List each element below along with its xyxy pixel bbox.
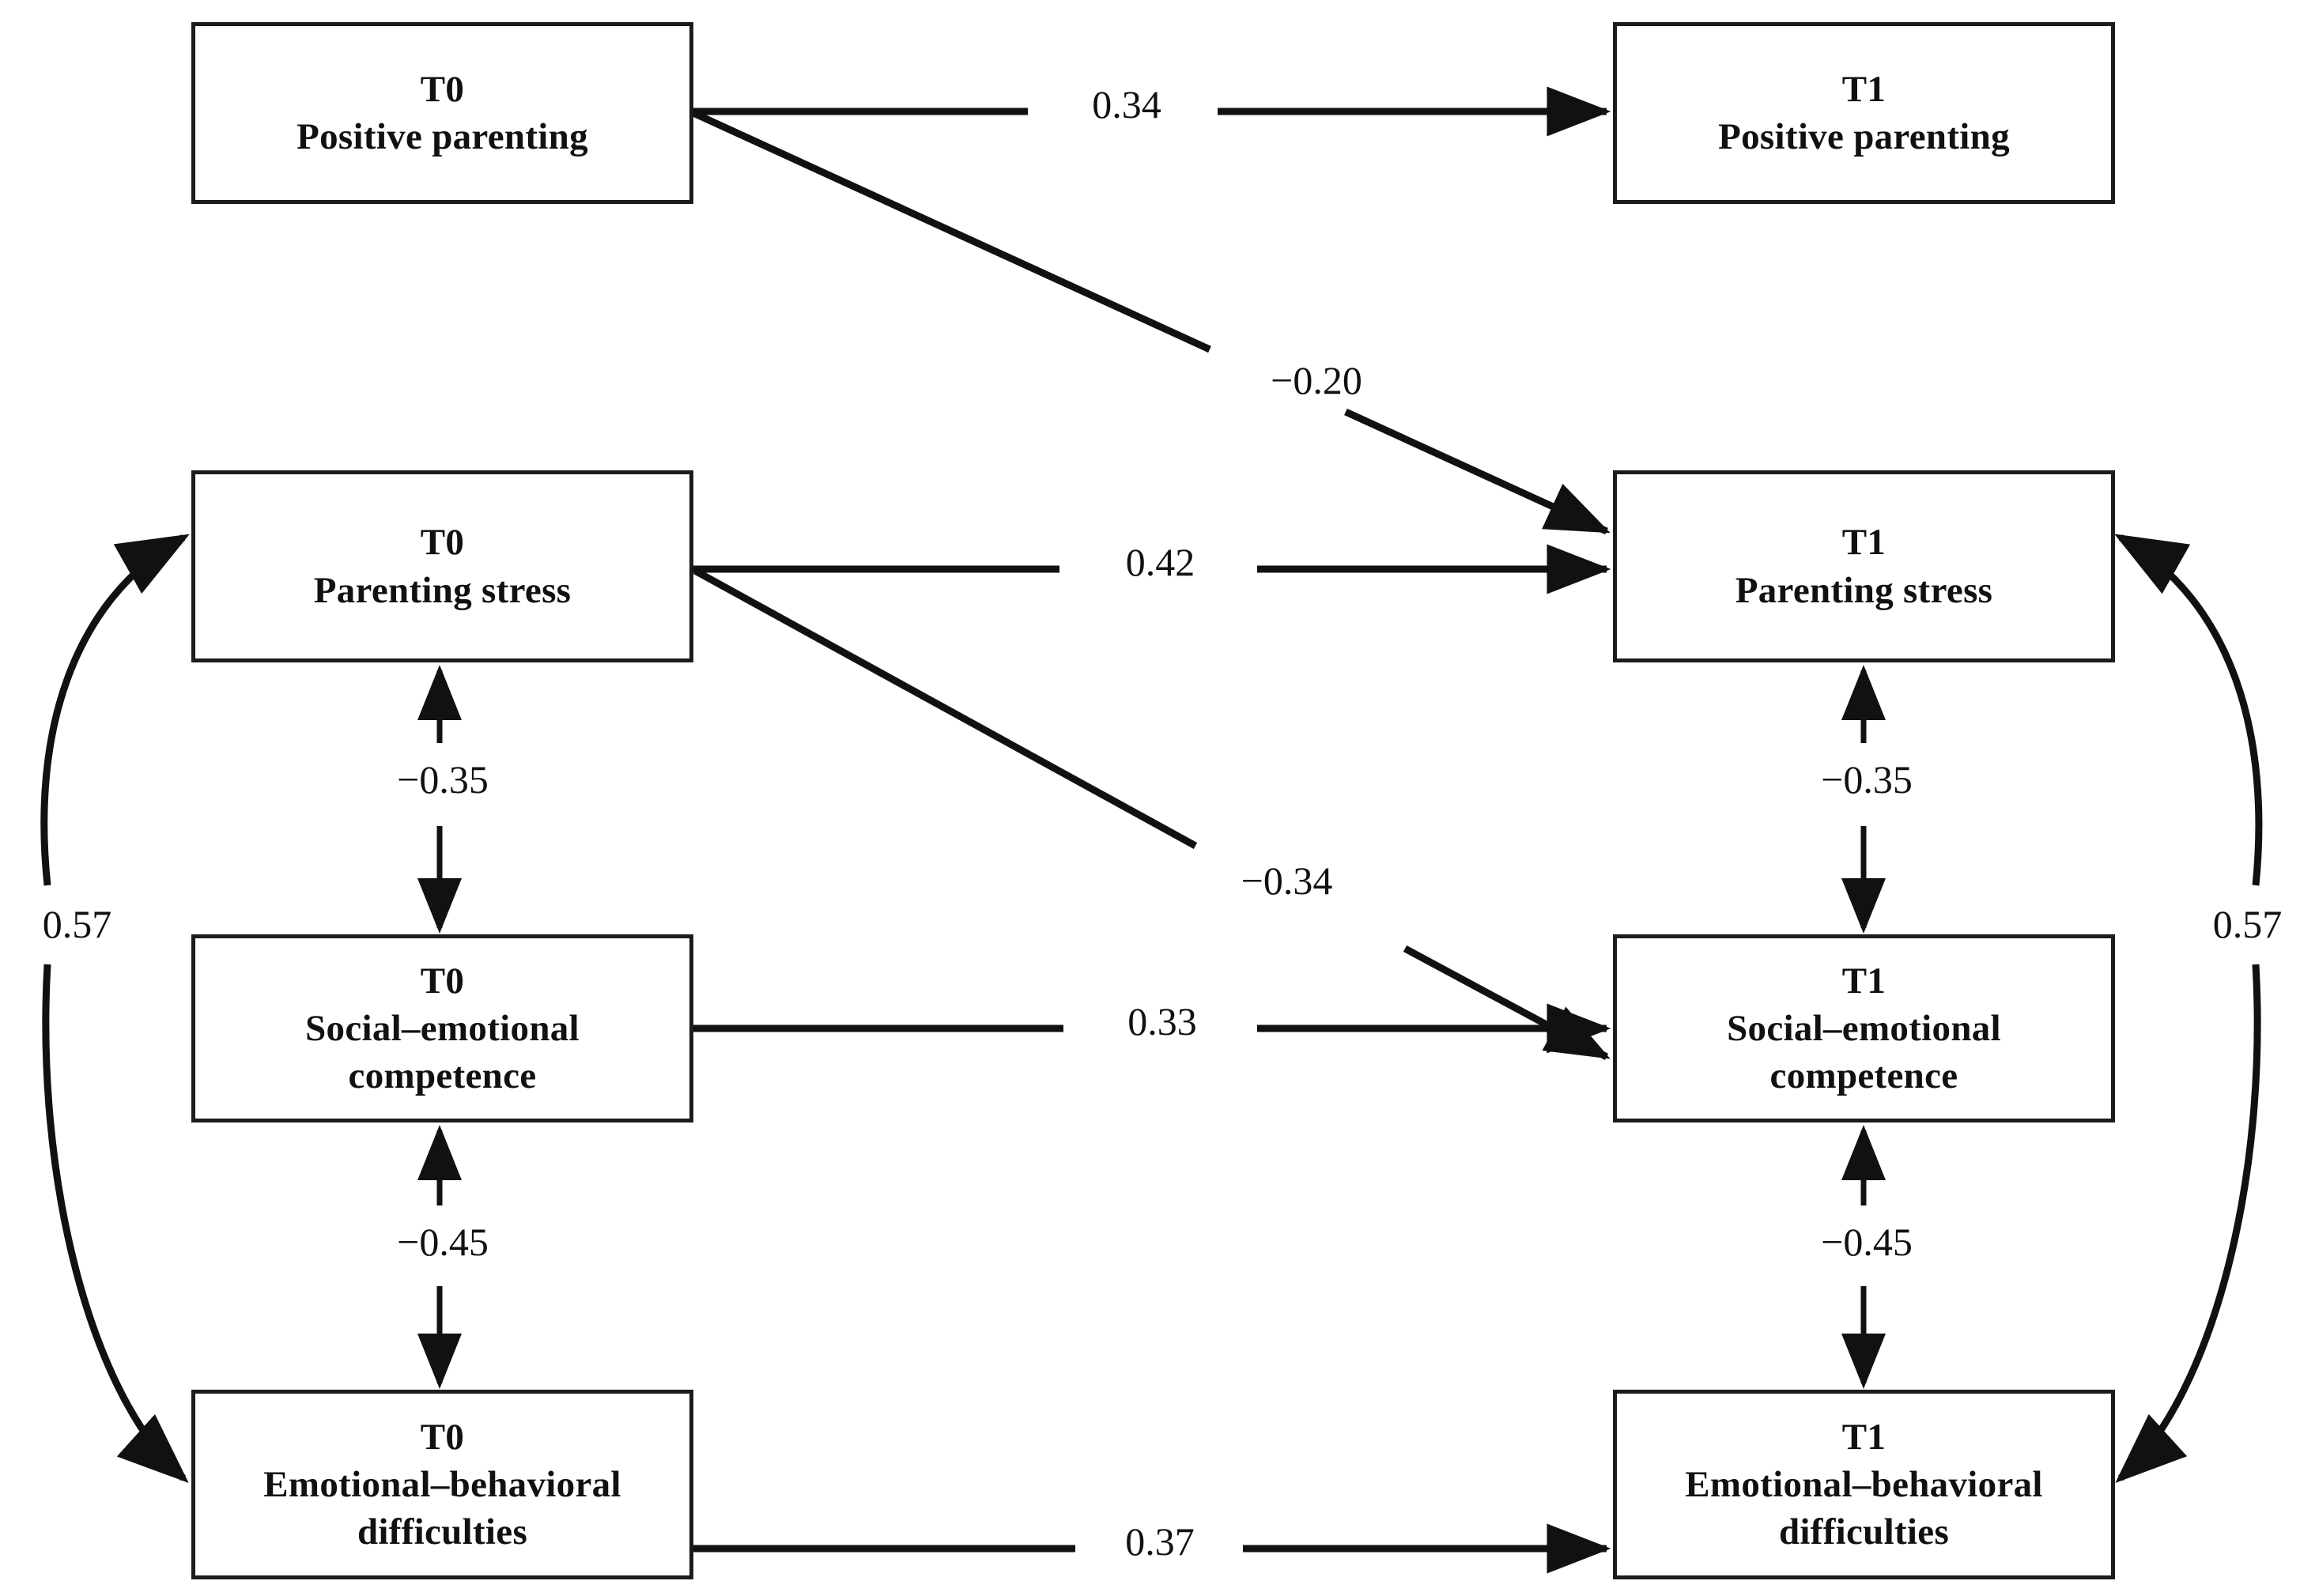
node-construct-label: Positive parenting [296,116,588,157]
node-wave-label: T0 [420,68,465,110]
edge-ps0-to-sec1 [693,568,1611,1060]
node-wave-label: T1 [1841,1416,1886,1458]
node-wave-label: T1 [1841,68,1886,110]
edge-label-ps0-sec0: −0.35 [340,756,546,802]
edge-label-ps0-ebd0: 0.57 [4,901,150,947]
edge-label-ps1-ebd1: 0.57 [2174,901,2300,947]
node-construct-label-line1: Social–emotional [305,1007,580,1049]
node-t1-parenting-stress[interactable]: T1 Parenting stress [1613,470,2115,662]
edge-pp0-to-ps1 [692,109,1611,535]
node-wave-label: T0 [420,1416,465,1458]
node-wave-label: T0 [420,522,465,564]
node-construct-label-line2: competence [1769,1055,1958,1097]
node-construct-label-line2: competence [348,1055,537,1097]
node-t0-positive-parenting[interactable]: T0 Positive parenting [191,22,693,204]
node-construct-label-line2: difficulties [357,1511,528,1553]
node-t1-emotional-behavioral-difficulties[interactable]: T1 Emotional–behavioral difficulties [1613,1390,2115,1579]
edge-ps1-ebd1 [2114,534,2263,1484]
node-wave-label: T1 [1841,960,1886,1002]
node-wave-label: T1 [1841,522,1886,564]
node-construct-label: Parenting stress [1735,569,1993,611]
edge-label-ps0-to-sec1: −0.34 [1178,858,1395,904]
edge-label-ebd0-to-ebd1: 0.37 [1077,1519,1243,1564]
node-wave-label: T0 [420,960,465,1002]
edge-ps0-ebd0 [40,534,190,1484]
node-construct-label-line2: difficulties [1778,1511,1950,1553]
edge-label-sec0-ebd0: −0.45 [340,1219,546,1265]
node-t1-social-emotional-competence[interactable]: T1 Social–emotional competence [1613,934,2115,1122]
node-t0-parenting-stress[interactable]: T0 Parenting stress [191,470,693,662]
node-construct-label-line1: Emotional–behavioral [263,1463,621,1505]
edge-label-pp0-to-ps1: −0.20 [1210,357,1423,403]
node-construct-label: Positive parenting [1718,116,2010,157]
node-t0-social-emotional-competence[interactable]: T0 Social–emotional competence [191,934,693,1122]
edge-label-ps1-sec1: −0.35 [1764,756,1970,802]
edge-label-pp0-to-pp1: 0.34 [1036,81,1218,127]
edge-label-ps0-to-ps1: 0.42 [1063,539,1257,585]
edge-label-sec0-to-sec1: 0.33 [1067,998,1257,1044]
node-t0-emotional-behavioral-difficulties[interactable]: T0 Emotional–behavioral difficulties [191,1390,693,1579]
node-construct-label-line1: Social–emotional [1727,1007,2001,1049]
edge-label-sec1-ebd1: −0.45 [1764,1219,1970,1265]
node-t1-positive-parenting[interactable]: T1 Positive parenting [1613,22,2115,204]
node-construct-label-line1: Emotional–behavioral [1685,1463,2043,1505]
node-construct-label: Parenting stress [313,569,572,611]
